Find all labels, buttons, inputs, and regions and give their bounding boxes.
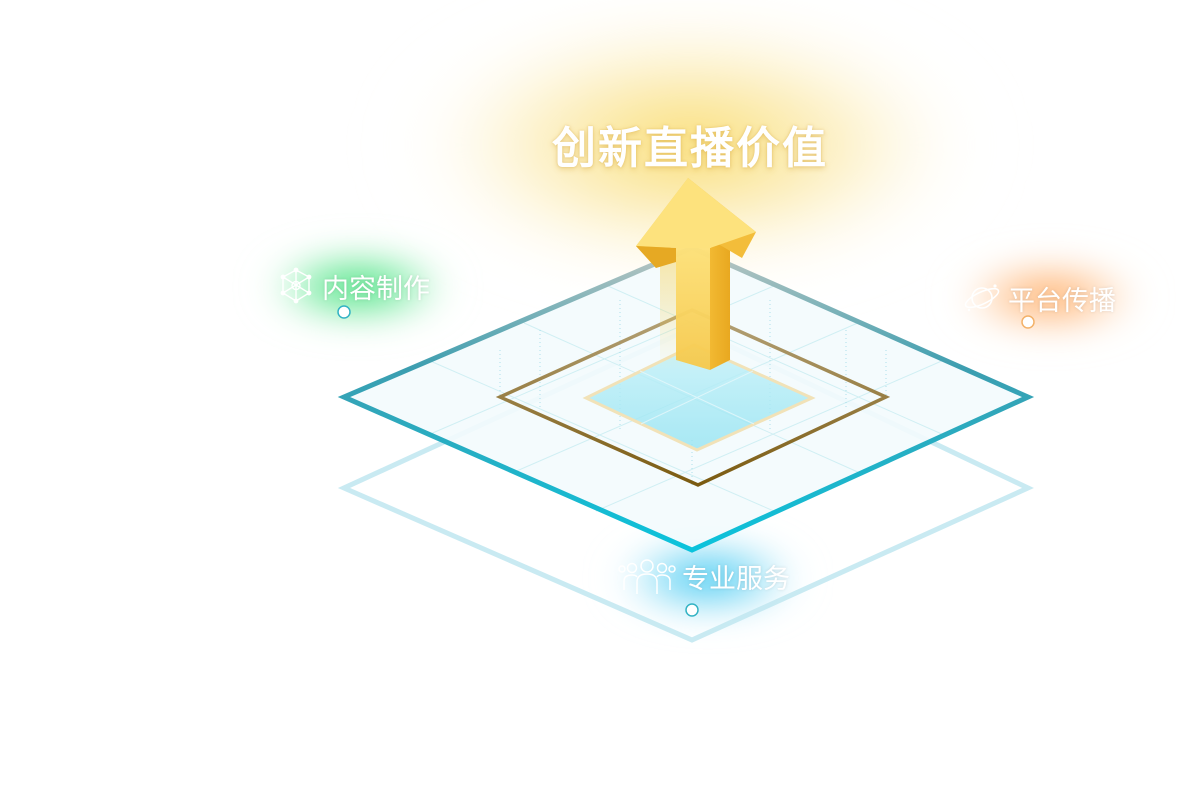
core-diamond-grid	[639, 370, 755, 425]
tag-platform-distribution: 平台传播	[962, 278, 1116, 318]
tag-service-label: 专业服务	[682, 563, 790, 595]
tag-platform-label: 平台传播	[1008, 285, 1116, 317]
platform-tag-glow	[952, 259, 1148, 335]
planet-icon	[964, 284, 1000, 312]
title-glow	[390, 5, 990, 285]
diagram-title: 创新直播价值	[552, 123, 828, 174]
main-diamond-frame	[337, 245, 1035, 553]
content-tag-glow	[260, 249, 456, 325]
corner-drop-lines	[343, 318, 1029, 660]
service-tag-anchor	[685, 603, 699, 617]
network-nodes-icon	[280, 267, 312, 304]
inner-diamond-frame	[495, 308, 891, 487]
service-tag-glow	[610, 538, 806, 618]
tag-professional-service: 专业服务	[618, 556, 790, 596]
user-group-icon	[618, 559, 676, 594]
upward-arrow	[636, 178, 756, 370]
platform-tag-anchor	[1021, 315, 1035, 329]
tag-content-production: 内容制作	[276, 266, 430, 306]
content-tag-anchor	[337, 305, 351, 319]
tag-content-label: 内容制作	[322, 273, 430, 305]
